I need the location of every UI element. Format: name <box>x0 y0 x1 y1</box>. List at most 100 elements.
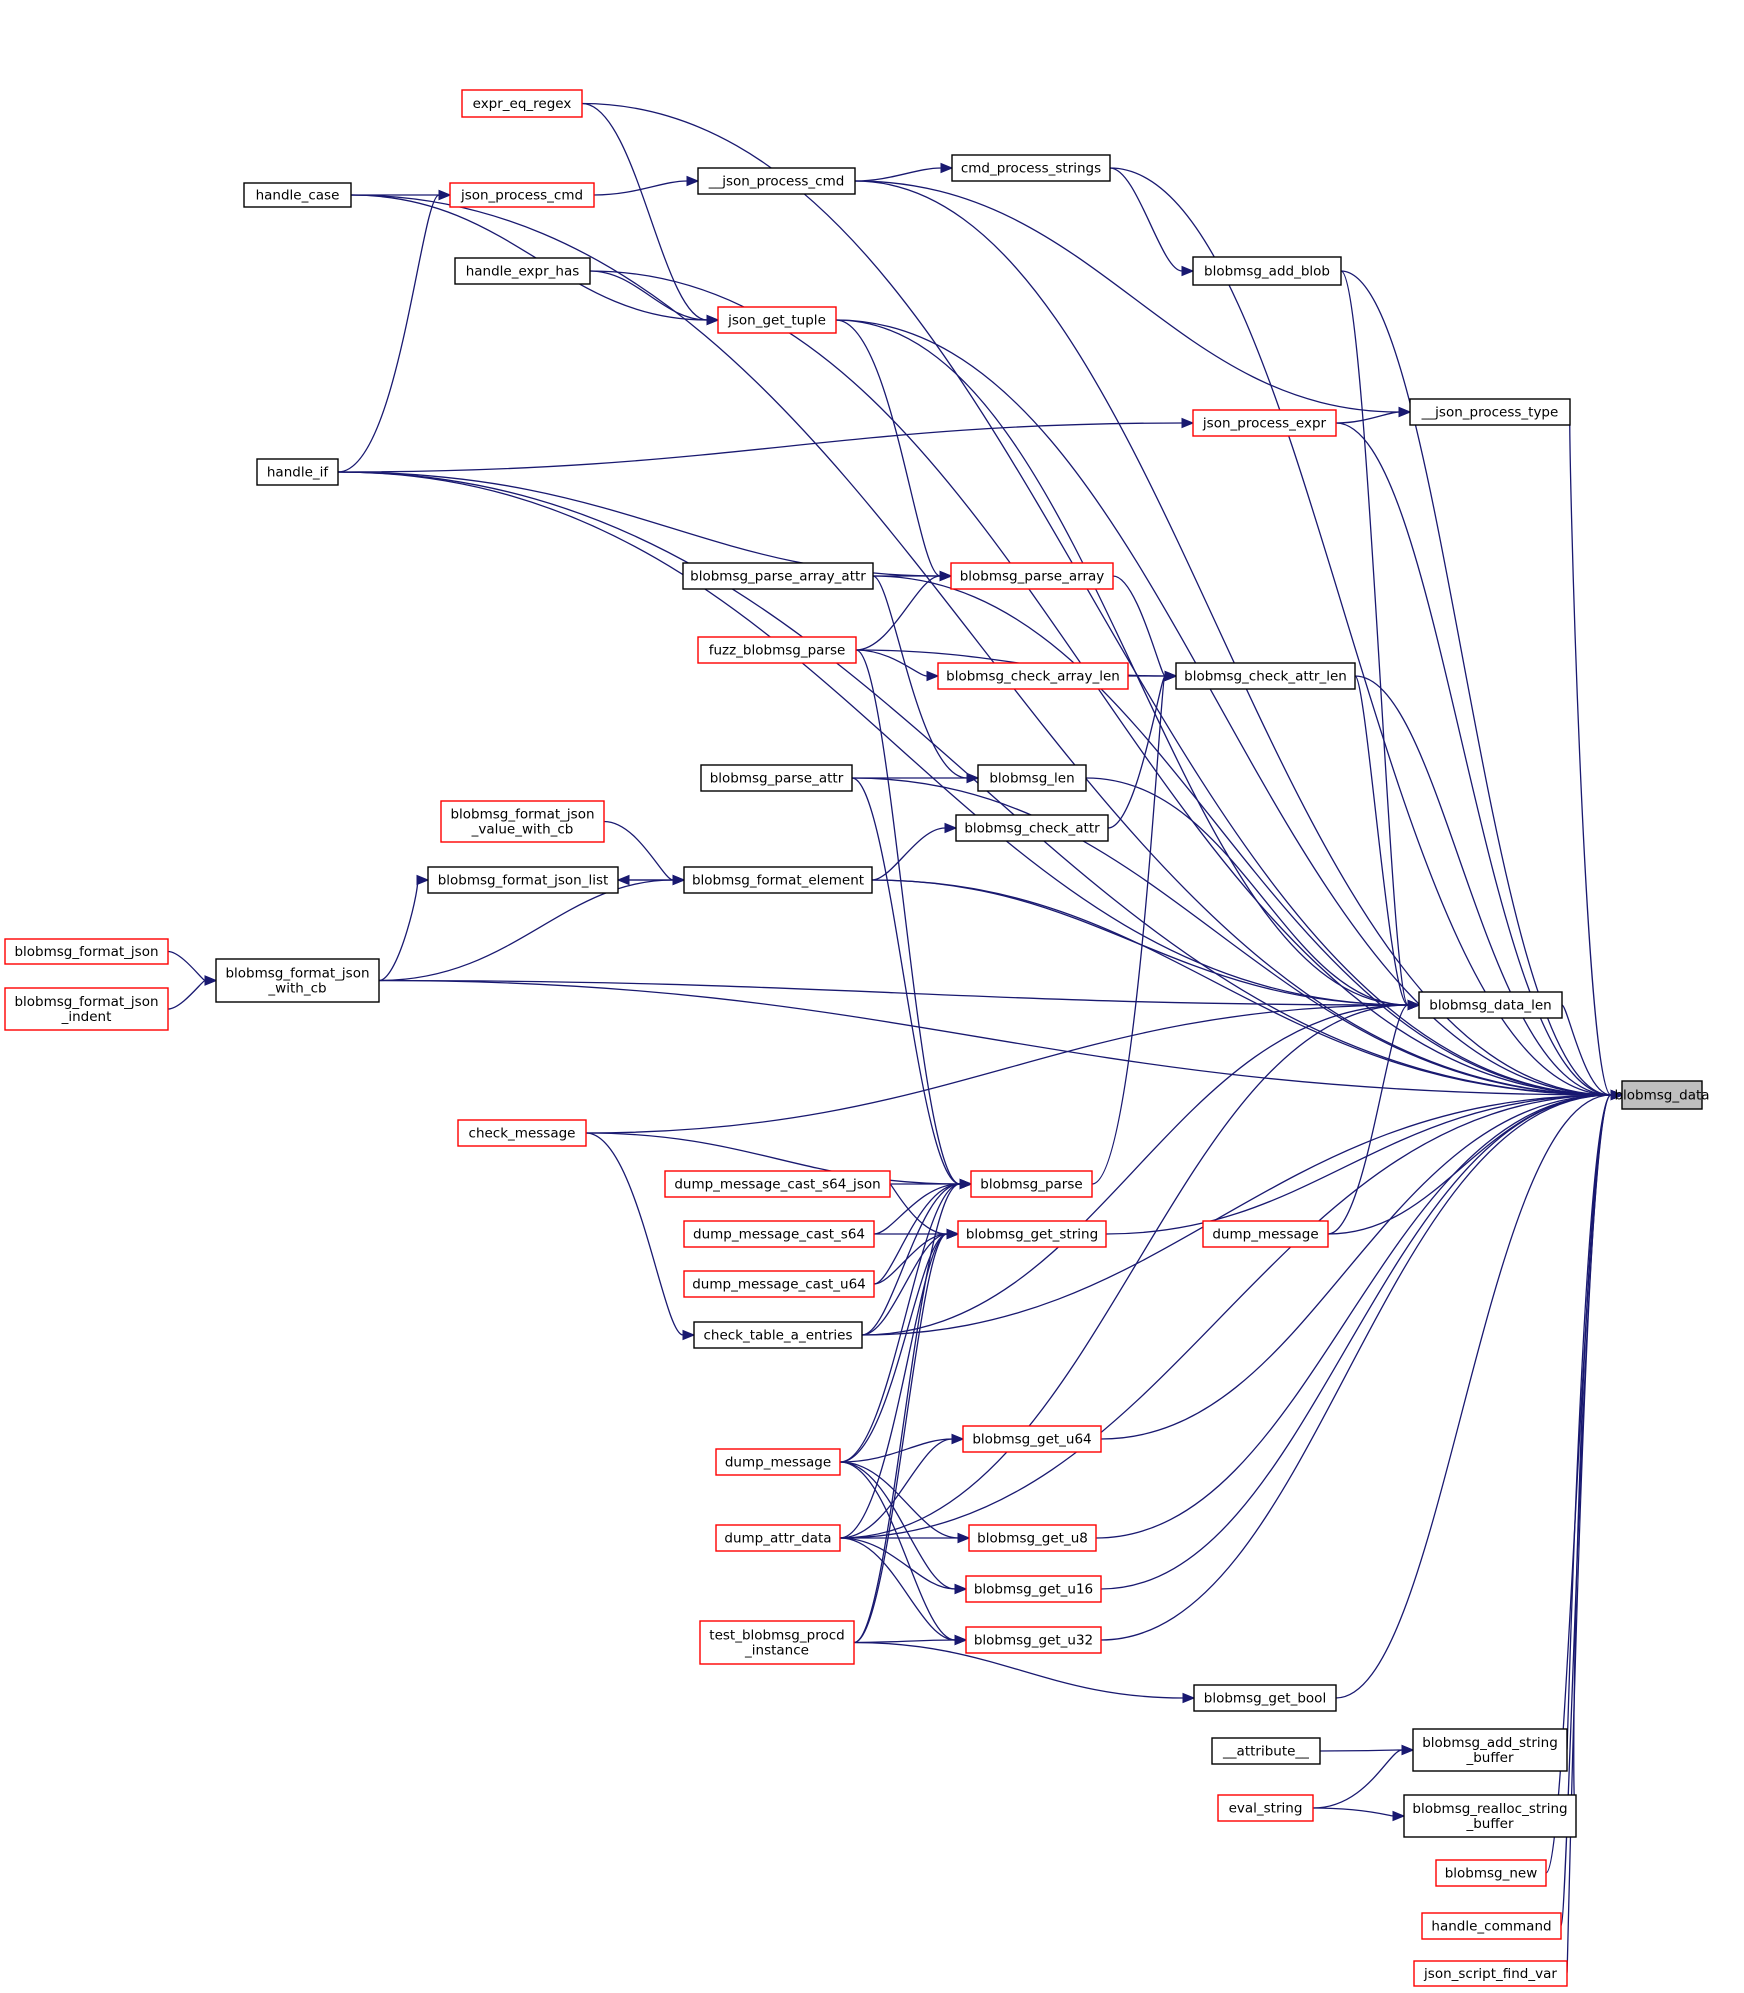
node-box[interactable] <box>683 866 873 894</box>
node-box[interactable] <box>965 1575 1102 1603</box>
node-blobmsg-format-json-indent[interactable]: blobmsg_format_json_indent <box>4 987 169 1031</box>
node-box[interactable] <box>256 458 339 486</box>
node-fuzz-blobmsg-parse[interactable]: fuzz_blobmsg_parse <box>697 636 857 664</box>
node-box[interactable] <box>683 1220 875 1248</box>
node-box[interactable] <box>717 306 837 334</box>
node-box[interactable] <box>1175 662 1356 690</box>
node-blobmsg-format-element[interactable]: blobmsg_format_element <box>683 866 873 894</box>
node-dump-attr-data[interactable]: dump_attr_data <box>715 1524 841 1552</box>
node-box[interactable] <box>1421 1912 1562 1940</box>
node-box[interactable] <box>682 562 874 590</box>
node-box[interactable] <box>970 1170 1093 1198</box>
node-box[interactable] <box>1409 398 1571 426</box>
node-blobmsg-len[interactable]: blobmsg_len <box>977 764 1087 792</box>
node-handle-command[interactable]: handle_command <box>1421 1912 1562 1940</box>
node-box[interactable] <box>243 182 352 208</box>
node-box[interactable] <box>4 987 169 1031</box>
node-expr-eq-regex[interactable]: expr_eq_regex <box>461 89 583 118</box>
node-box[interactable] <box>693 1321 863 1349</box>
node-dump-message-cast-s64[interactable]: dump_message_cast_s64 <box>683 1220 875 1248</box>
node-blobmsg-data-len[interactable]: blobmsg_data_len <box>1418 991 1563 1019</box>
node-box[interactable] <box>697 636 857 664</box>
node-blobmsg-add-string-buffer[interactable]: blobmsg_add_string_buffer <box>1412 1728 1568 1772</box>
node-attribute--[interactable]: __attribute__ <box>1211 1737 1321 1765</box>
node-box[interactable] <box>461 89 583 118</box>
node-box[interactable] <box>715 1524 841 1552</box>
node-box[interactable] <box>951 154 1111 182</box>
node-dump-message-l[interactable]: dump_message <box>715 1448 841 1476</box>
node-box[interactable] <box>427 866 619 894</box>
node-blobmsg-get-u32[interactable]: blobmsg_get_u32 <box>965 1626 1102 1654</box>
node-box[interactable] <box>955 814 1109 842</box>
node-box[interactable] <box>457 1119 587 1147</box>
node-blobmsg-format-json-list[interactable]: blobmsg_format_json_list <box>427 866 619 894</box>
node-json-process-cmd[interactable]: __json_process_cmd <box>697 167 856 195</box>
node-json-script-find-var[interactable]: json_script_find_var <box>1413 1960 1568 1987</box>
node-box[interactable] <box>1193 1684 1337 1712</box>
node-box[interactable] <box>215 958 380 1003</box>
node-eval-string[interactable]: eval_string <box>1217 1794 1314 1822</box>
node-json-process-type[interactable]: __json_process_type <box>1409 398 1571 426</box>
node-box[interactable] <box>950 562 1114 590</box>
node-blobmsg-get-string[interactable]: blobmsg_get_string <box>957 1220 1107 1248</box>
node-blobmsg-parse[interactable]: blobmsg_parse <box>970 1170 1093 1198</box>
node-blobmsg-get-u64[interactable]: blobmsg_get_u64 <box>962 1425 1102 1453</box>
node-blobmsg-new[interactable]: blobmsg_new <box>1435 1859 1547 1887</box>
node-box[interactable] <box>1202 1220 1329 1248</box>
node-box[interactable] <box>715 1448 841 1476</box>
node-box[interactable] <box>977 764 1087 792</box>
node-blobmsg-parse-array[interactable]: blobmsg_parse_array <box>950 562 1114 590</box>
node-box[interactable] <box>937 662 1129 690</box>
node-box[interactable] <box>1412 1728 1568 1772</box>
node-blobmsg-parse-array-attr[interactable]: blobmsg_parse_array_attr <box>682 562 874 590</box>
node-box[interactable] <box>700 764 853 792</box>
node-blobmsg-check-attr[interactable]: blobmsg_check_attr <box>955 814 1109 842</box>
node-box[interactable] <box>1217 1794 1314 1822</box>
node-box[interactable] <box>962 1425 1102 1453</box>
node-box[interactable] <box>1621 1080 1703 1110</box>
node-blobmsg-format-json-value-with-cb[interactable]: blobmsg_format_json_value_with_cb <box>440 800 605 843</box>
node-json-process-expr[interactable]: json_process_expr <box>1192 409 1337 437</box>
node-test-blobmsg-procd-instance[interactable]: test_blobmsg_procd_instance <box>699 1620 855 1665</box>
node-blobmsg-format-json[interactable]: blobmsg_format_json <box>4 938 169 965</box>
node-box[interactable] <box>1403 1794 1577 1838</box>
node-blobmsg-parse-attr[interactable]: blobmsg_parse_attr <box>700 764 853 792</box>
node-handle-case[interactable]: handle_case <box>243 182 352 208</box>
node-blobmsg-get-u16[interactable]: blobmsg_get_u16 <box>965 1575 1102 1603</box>
node-blobmsg-realloc-string-buffer[interactable]: blobmsg_realloc_string_buffer <box>1403 1794 1577 1838</box>
node-handle-if[interactable]: handle_if <box>256 458 339 486</box>
node-box[interactable] <box>1192 409 1337 437</box>
node-box[interactable] <box>1211 1737 1321 1765</box>
node-box[interactable] <box>664 1170 891 1198</box>
node-box[interactable] <box>965 1626 1102 1654</box>
node-box[interactable] <box>699 1620 855 1665</box>
node-blobmsg-data[interactable]: blobmsg_data <box>1614 1080 1710 1110</box>
node-blobmsg-add-blob[interactable]: blobmsg_add_blob <box>1192 256 1342 286</box>
node-box[interactable] <box>683 1270 875 1298</box>
node-box[interactable] <box>1418 991 1563 1019</box>
node-blobmsg-get-bool[interactable]: blobmsg_get_bool <box>1193 1684 1337 1712</box>
node-dump-message-cast-u64[interactable]: dump_message_cast_u64 <box>683 1270 875 1298</box>
node-blobmsg-format-json-with-cb[interactable]: blobmsg_format_json_with_cb <box>215 958 380 1003</box>
node-handle-expr-has[interactable]: handle_expr_has <box>454 257 591 285</box>
node-json-get-tuple[interactable]: json_get_tuple <box>717 306 837 334</box>
node-json-process-cmd[interactable]: json_process_cmd <box>449 182 595 208</box>
node-check-message[interactable]: check_message <box>457 1119 587 1147</box>
node-box[interactable] <box>4 938 169 965</box>
node-dump-message-r[interactable]: dump_message <box>1202 1220 1329 1248</box>
node-box[interactable] <box>454 257 591 285</box>
node-blobmsg-check-attr-len[interactable]: blobmsg_check_attr_len <box>1175 662 1356 690</box>
node-box[interactable] <box>957 1220 1107 1248</box>
node-box[interactable] <box>1192 256 1342 286</box>
node-check-table-a-entries[interactable]: check_table_a_entries <box>693 1321 863 1349</box>
node-box[interactable] <box>968 1524 1097 1552</box>
node-box[interactable] <box>449 182 595 208</box>
node-blobmsg-get-u8[interactable]: blobmsg_get_u8 <box>968 1524 1097 1552</box>
node-box[interactable] <box>440 800 605 843</box>
node-blobmsg-check-array-len[interactable]: blobmsg_check_array_len <box>937 662 1129 690</box>
node-dump-message-cast-s64-json[interactable]: dump_message_cast_s64_json <box>664 1170 891 1198</box>
node-cmd-process-strings[interactable]: cmd_process_strings <box>951 154 1111 182</box>
node-box[interactable] <box>1435 1859 1547 1887</box>
node-box[interactable] <box>697 167 856 195</box>
node-box[interactable] <box>1413 1960 1568 1987</box>
